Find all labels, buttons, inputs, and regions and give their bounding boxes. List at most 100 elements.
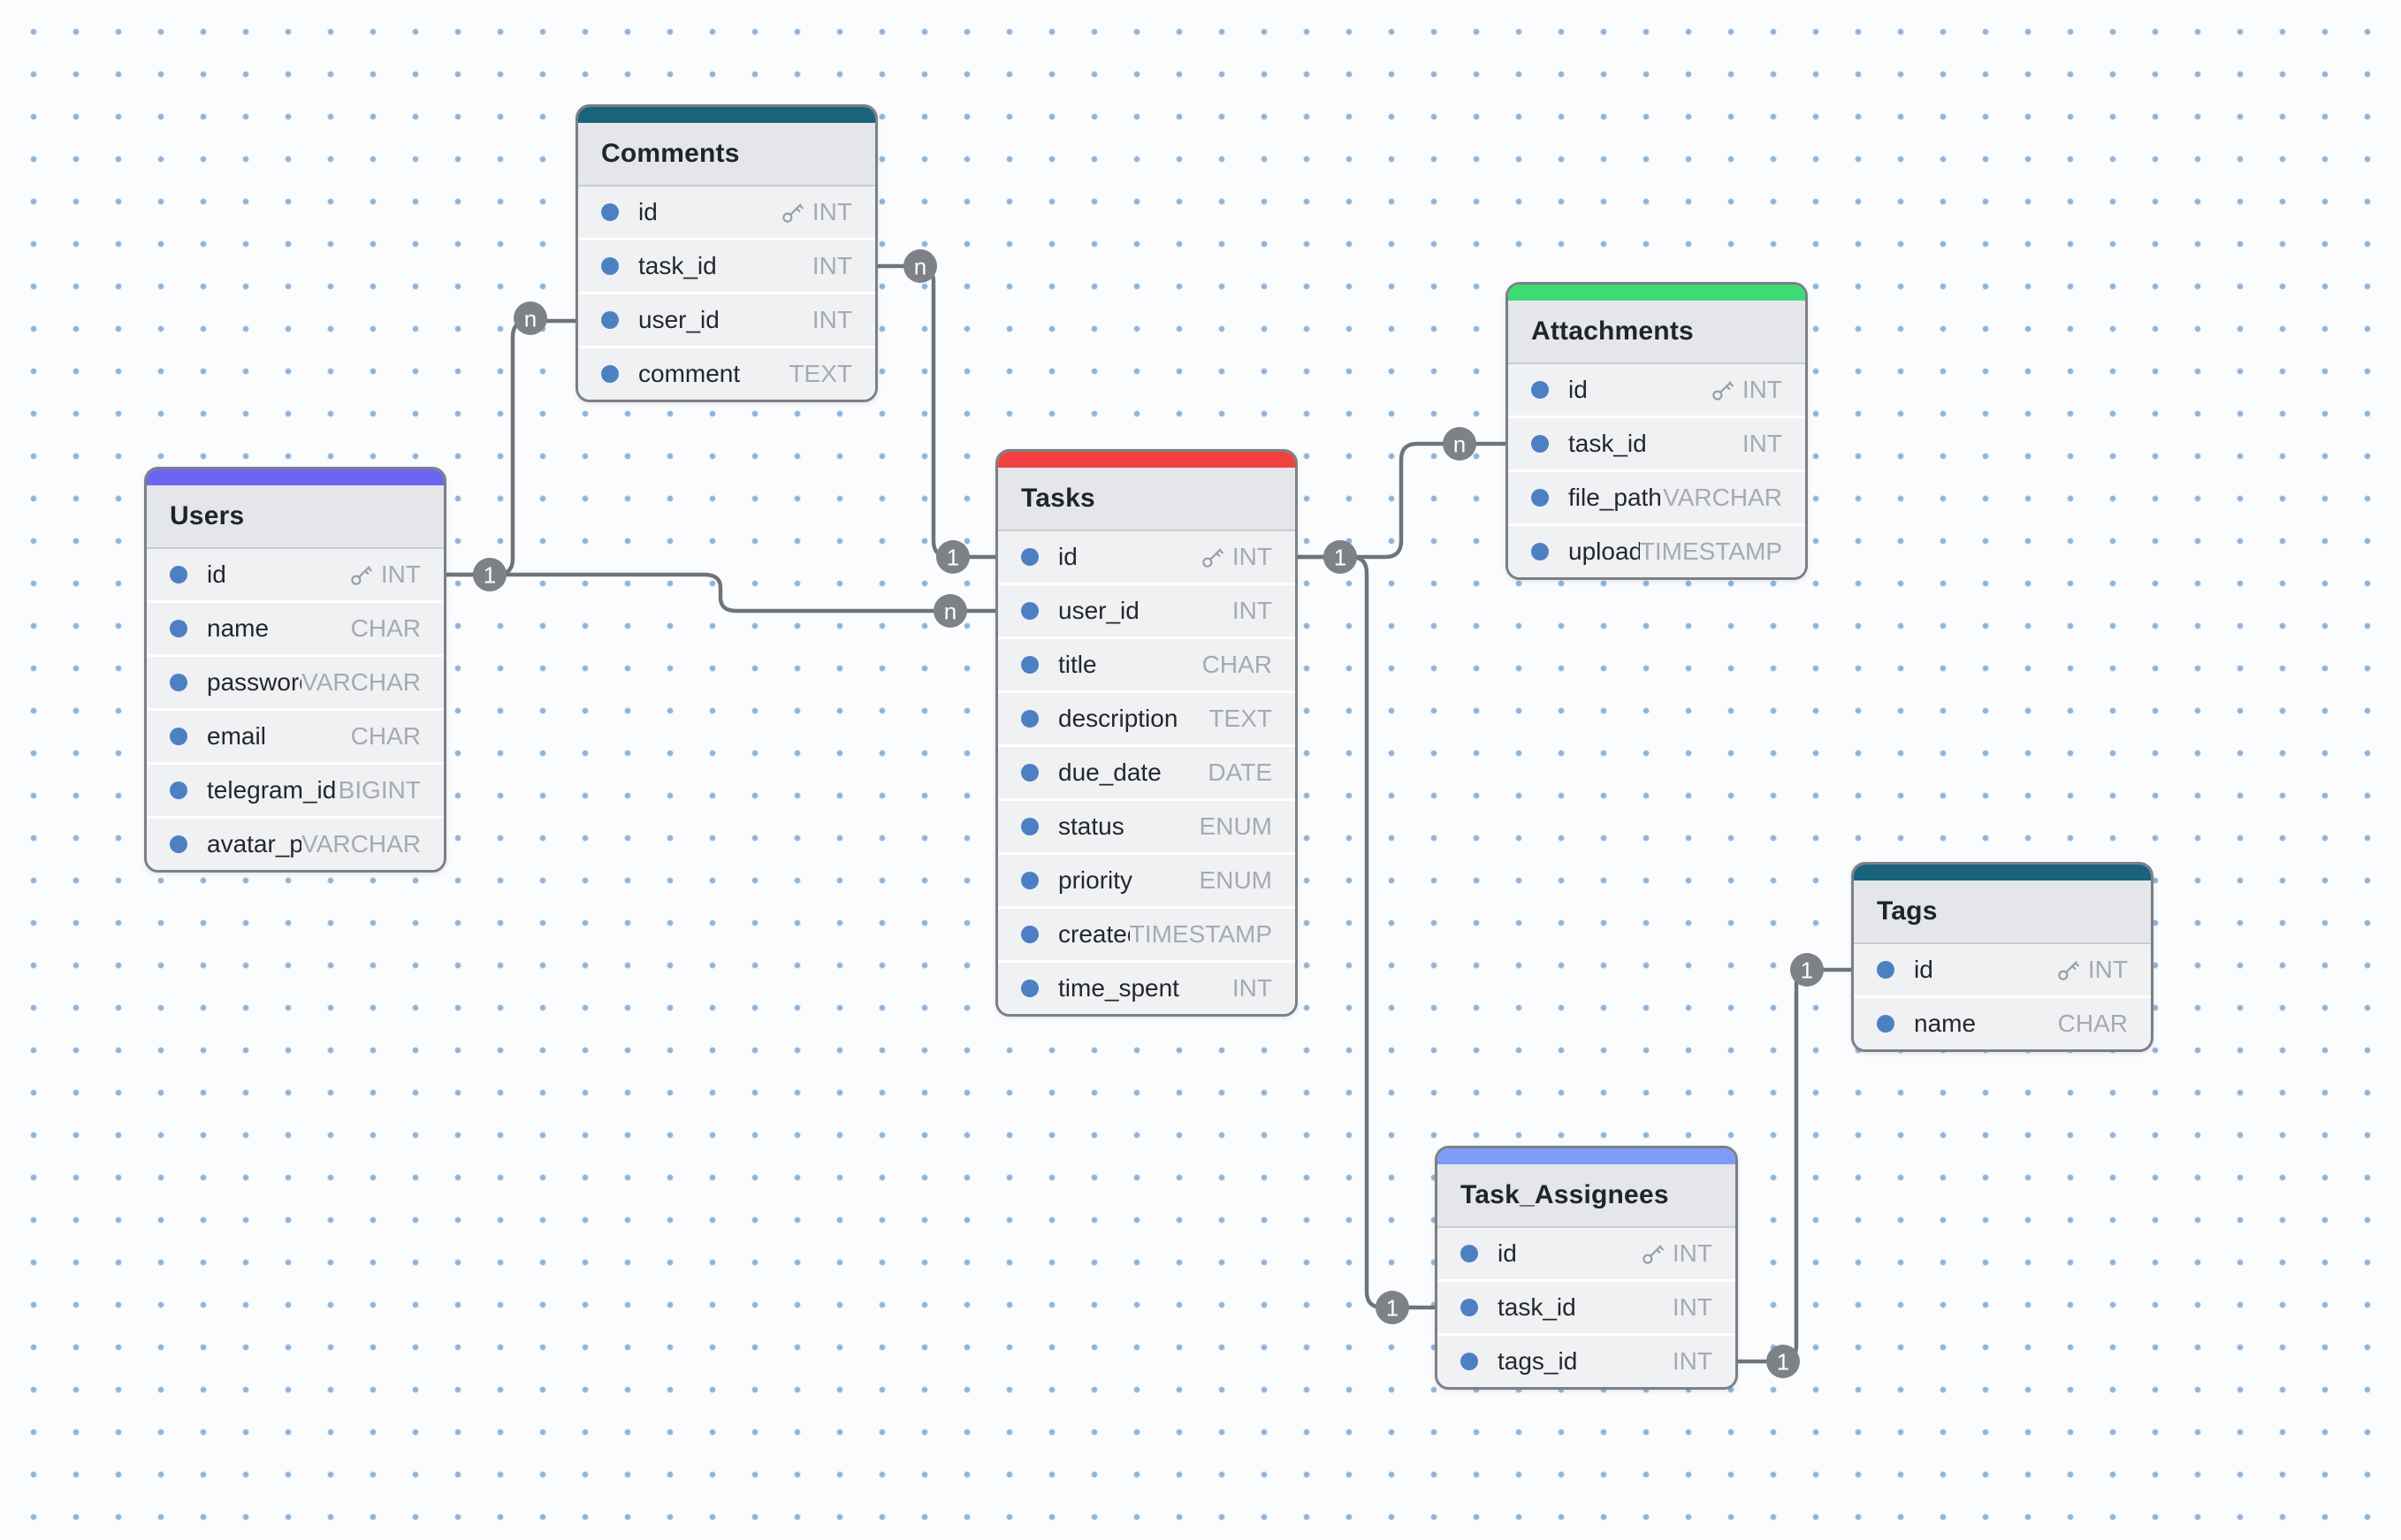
cardinality-badge: n bbox=[903, 249, 937, 283]
field-dot-icon bbox=[601, 311, 619, 329]
field-row-avatar_pa[interactable]: avatar_pa...VARCHAR bbox=[147, 816, 444, 870]
field-type: DATE bbox=[1208, 759, 1272, 786]
field-name: tags_id bbox=[1498, 1347, 1578, 1375]
field-name: upload... bbox=[1568, 537, 1640, 565]
relationship-edge[interactable] bbox=[1295, 441, 1508, 560]
field-name: due_date bbox=[1058, 759, 1162, 786]
field-name: id bbox=[1058, 543, 1078, 570]
primary-key-icon bbox=[782, 202, 804, 223]
field-name: task_id bbox=[638, 252, 717, 279]
field-name: id bbox=[1568, 376, 1588, 403]
field-row-created[interactable]: created...TIMESTAMP bbox=[998, 906, 1295, 960]
cardinality-label: n bbox=[914, 253, 926, 279]
field-row-id[interactable]: id INT bbox=[1854, 944, 2151, 995]
field-name: user_id bbox=[638, 306, 720, 333]
field-type: INT bbox=[1672, 1293, 1712, 1321]
field-dot-icon bbox=[1021, 980, 1039, 997]
table-accent-bar bbox=[1508, 285, 1805, 301]
relationship-edge[interactable] bbox=[1735, 967, 1854, 1364]
relationship-edge[interactable] bbox=[444, 572, 998, 614]
cardinality-label: n bbox=[1453, 431, 1466, 457]
relationship-edge[interactable] bbox=[444, 318, 578, 577]
field-row-email[interactable]: email CHAR bbox=[147, 708, 444, 762]
table-users[interactable]: UsersidINTnameCHARpasswordVARCHAR email CH… bbox=[144, 467, 446, 873]
field-name: created... bbox=[1058, 920, 1130, 948]
field-type: BIGINT bbox=[338, 776, 421, 804]
relationship-edge[interactable] bbox=[875, 263, 998, 560]
table-title[interactable]: Users bbox=[147, 485, 444, 549]
field-type: TIMESTAMP bbox=[1639, 537, 1782, 565]
field-name: name bbox=[207, 614, 270, 642]
field-type: ENUM bbox=[1199, 812, 1272, 840]
field-name: comment bbox=[638, 360, 741, 387]
relationship-edge[interactable] bbox=[1295, 554, 1437, 1310]
primary-key-icon bbox=[1202, 547, 1223, 568]
field-type: INT bbox=[1672, 1239, 1712, 1267]
field-name: title bbox=[1058, 651, 1097, 678]
cardinality-badge: 1 bbox=[1376, 1291, 1409, 1324]
field-dot-icon bbox=[601, 365, 619, 383]
field-type: TIMESTAMP bbox=[1129, 920, 1272, 948]
field-name: email bbox=[207, 722, 266, 750]
field-row-password[interactable]: passwordVARCHAR bbox=[147, 654, 444, 708]
field-row-task_id[interactable]: task_id INT bbox=[1437, 1279, 1735, 1333]
cardinality-label: 1 bbox=[947, 544, 959, 570]
cardinality-label: 1 bbox=[1777, 1348, 1789, 1375]
field-dot-icon bbox=[1021, 656, 1039, 674]
field-dot-icon bbox=[1021, 764, 1039, 781]
table-title[interactable]: Attachments bbox=[1508, 301, 1805, 364]
field-dot-icon bbox=[170, 620, 187, 637]
table-accent-bar bbox=[1854, 865, 2151, 881]
table-title[interactable]: Tags bbox=[1854, 881, 2151, 944]
field-type: INT bbox=[2087, 956, 2128, 983]
table-title[interactable]: Comments bbox=[578, 123, 875, 187]
table-title[interactable]: Tasks bbox=[998, 468, 1295, 531]
field-type: VARCHAR bbox=[301, 668, 421, 696]
field-dot-icon bbox=[1531, 381, 1549, 399]
field-type: VARCHAR bbox=[1663, 484, 1782, 511]
field-type: INT bbox=[1742, 376, 1782, 403]
field-dot-icon bbox=[1021, 818, 1039, 835]
field-row-id[interactable]: id INT bbox=[1508, 364, 1805, 415]
field-row-upload[interactable]: upload...TIMESTAMP bbox=[1508, 523, 1805, 577]
field-name: id bbox=[1914, 956, 1933, 983]
cardinality-label: 1 bbox=[484, 561, 496, 588]
primary-key-icon bbox=[2058, 960, 2079, 980]
field-dot-icon bbox=[1877, 961, 1894, 979]
field-name: id bbox=[1498, 1239, 1517, 1267]
field-type: CHAR bbox=[2057, 1010, 2128, 1037]
field-type: CHAR bbox=[350, 722, 421, 750]
cardinality-badge: 1 bbox=[936, 540, 970, 574]
table-title[interactable]: Task_Assignees bbox=[1437, 1164, 1735, 1228]
field-row-due_date[interactable]: due_date DATE bbox=[998, 744, 1295, 798]
field-row-id[interactable]: id INT bbox=[1437, 1228, 1735, 1279]
cardinality-label: n bbox=[944, 598, 957, 624]
field-name: task_id bbox=[1498, 1293, 1576, 1321]
field-dot-icon bbox=[170, 674, 187, 691]
